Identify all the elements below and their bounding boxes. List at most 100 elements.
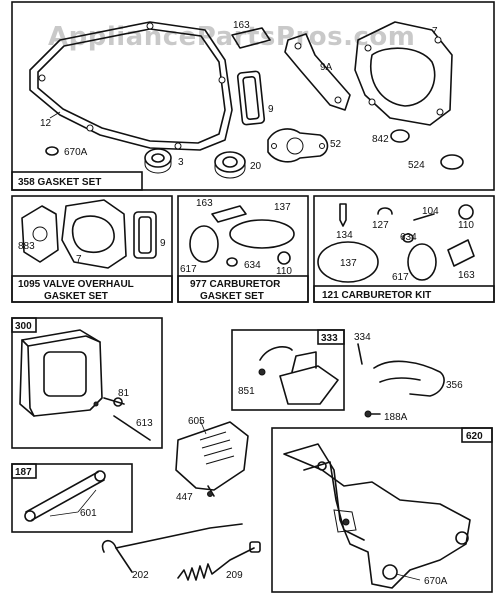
ring-634-kit-part [402, 233, 414, 243]
label-81: 81 [118, 388, 130, 399]
tube-box [11, 463, 133, 533]
bracket-tag-label: 620 [466, 431, 483, 442]
screw-447-part [207, 491, 213, 497]
screw-334-part [357, 343, 363, 365]
label-605: 605 [188, 416, 205, 427]
carb-gasket-caption-1: 977 CARBURETOR [190, 279, 281, 290]
valve-overhaul-caption-2: GASKET SET [44, 291, 108, 302]
label-9-lower: 9 [160, 238, 166, 249]
label-617-mid: 617 [180, 264, 197, 275]
stud-613-part [113, 415, 151, 441]
label-134: 134 [336, 230, 353, 241]
label-7-lower: 7 [76, 254, 82, 265]
washer-670a-top-part [45, 146, 59, 156]
label-20: 20 [250, 161, 262, 172]
muffler-box [11, 317, 163, 449]
ignition-tag [317, 329, 345, 345]
label-334: 334 [354, 332, 371, 343]
ignition-box [231, 329, 345, 411]
valve-cover-gasket-9-part [236, 70, 266, 126]
oring-617-mid-part [189, 225, 219, 263]
link-202-part [101, 523, 243, 573]
oring-137-kit-part [317, 241, 379, 283]
label-447: 447 [176, 492, 193, 503]
label-137-mid: 137 [274, 202, 291, 213]
gasket-set-box [11, 1, 495, 191]
bracket-620-part [283, 443, 471, 589]
muffler-tag-label: 300 [15, 321, 32, 332]
head-gasket-7-part [354, 21, 453, 126]
label-163-mid: 163 [196, 198, 213, 209]
small-gasket-163-part [231, 27, 271, 49]
bolt-81-part [103, 397, 125, 407]
seal-842-part [390, 129, 410, 143]
valve-overhaul-caption-1: 1095 VALVE OVERHAUL [18, 279, 134, 290]
exhaust-gasket-52-part [267, 128, 329, 163]
carb-kit-caption: 121 CARBURETOR KIT [322, 290, 431, 301]
label-202: 202 [132, 570, 149, 581]
gasket-set-caption-box [11, 171, 143, 191]
ring-634-mid-part [226, 257, 238, 267]
label-9a: 9A [320, 62, 333, 73]
label-127: 127 [372, 220, 389, 231]
label-634-kit: 634 [400, 232, 417, 243]
label-601: 601 [80, 508, 97, 519]
oring-617-kit-part [407, 243, 437, 281]
label-883: 883 [18, 241, 35, 252]
muffler-part [19, 329, 103, 417]
pin-104-part [413, 213, 435, 221]
wire-356-part [373, 360, 445, 397]
washer-110-kit-part [458, 204, 474, 220]
gasket-set-caption: 358 GASKET SET [18, 177, 101, 188]
gasket-883-part [21, 205, 59, 263]
crankcase-gasket-part [29, 21, 233, 151]
label-137-kit: 137 [340, 258, 357, 269]
intake-gasket-9a-part [284, 33, 351, 111]
clip-127-part [377, 207, 393, 215]
label-52: 52 [330, 139, 342, 150]
bracket-tag [461, 427, 493, 443]
oil-seal-20-part [214, 151, 246, 179]
label-617-kit: 617 [392, 272, 409, 283]
label-7-top: 7 [432, 26, 438, 37]
label-12: 12 [40, 118, 52, 129]
valve-overhaul-caption-box [11, 275, 173, 303]
carb-kit-caption-box [313, 285, 495, 303]
label-209: 209 [226, 570, 243, 581]
bracket-box [271, 427, 493, 593]
gasket-163-kit-part [447, 239, 475, 267]
muffler-tag [11, 317, 37, 333]
air-guide-605-part [175, 421, 249, 497]
oring-137-mid-part [229, 219, 295, 249]
watermark: AppliancePartsPros.com [48, 22, 415, 52]
tube-tag-label: 187 [15, 467, 32, 478]
label-3: 3 [178, 157, 184, 168]
label-634-mid: 634 [244, 260, 261, 271]
label-356: 356 [446, 380, 463, 391]
tube-tag [11, 463, 37, 479]
label-670a-top: 670A [64, 147, 88, 158]
head-gasket-7-lower-part [61, 199, 127, 269]
tube-601-part [24, 470, 106, 522]
label-110-mid: 110 [276, 266, 292, 277]
valve-cover-gasket-9-lower-part [133, 211, 157, 259]
oil-seal-3-part [144, 148, 172, 174]
needle-134-part [339, 203, 347, 227]
label-110-kit: 110 [458, 220, 474, 231]
label-163-top: 163 [233, 20, 250, 31]
label-851: 851 [238, 386, 255, 397]
carb-gasket-caption-box [177, 275, 309, 303]
washer-110-mid-part [277, 251, 291, 265]
label-524: 524 [408, 160, 425, 171]
label-104: 104 [422, 206, 439, 217]
armature-851-part [258, 346, 339, 405]
label-842: 842 [372, 134, 389, 145]
label-613: 613 [136, 418, 153, 429]
carb-gasket-caption-2: GASKET SET [200, 291, 264, 302]
screw-188a-part [364, 410, 381, 418]
spring-209-part [177, 541, 261, 581]
label-9-top: 9 [268, 104, 274, 115]
label-670a-bottom: 670A [424, 576, 448, 587]
